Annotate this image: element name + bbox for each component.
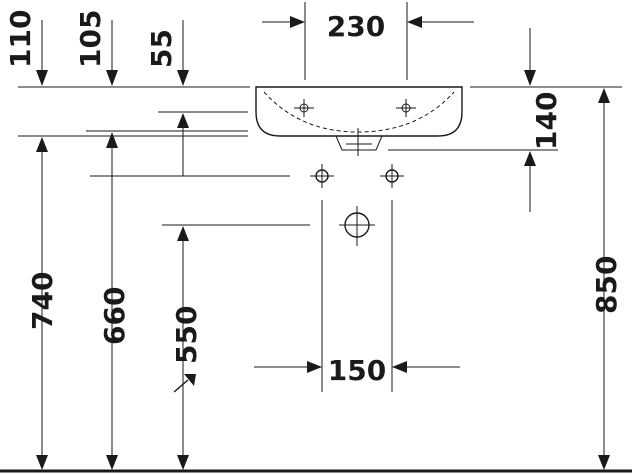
- label-850: 850: [590, 256, 623, 314]
- label-55: 55: [145, 29, 178, 68]
- dimension-55: [177, 20, 189, 86]
- label-740: 740: [26, 272, 59, 330]
- label-150: 150: [328, 354, 386, 387]
- waste-stub: [335, 135, 383, 151]
- basin-outline: [255, 86, 463, 137]
- basin: [255, 86, 463, 156]
- tap-hole-right-icon: [396, 99, 416, 117]
- dimension-660: [106, 132, 118, 470]
- label-230: 230: [327, 10, 385, 43]
- dimension-105: [106, 20, 118, 86]
- basin-bowl-outline: [263, 91, 455, 133]
- dimension-230: [262, 16, 474, 28]
- label-550: 550: [170, 306, 203, 364]
- dimension-140: [524, 28, 536, 212]
- label-660: 660: [98, 287, 131, 345]
- supply-connection-right-icon: [380, 164, 404, 188]
- label-140: 140: [530, 92, 563, 150]
- dimension-740: [36, 137, 48, 470]
- supply-connection-left-icon: [310, 164, 334, 188]
- dimension-55-lower: [177, 113, 189, 176]
- label-105: 105: [74, 10, 107, 68]
- extension-lines: [18, 2, 622, 392]
- dimension-850: [598, 88, 610, 470]
- dimension-150: [254, 361, 460, 373]
- label-110: 110: [4, 10, 37, 68]
- note-arrow-icon: [173, 374, 196, 393]
- waste-outlet-icon: [339, 206, 375, 246]
- dimension-550: [177, 226, 189, 470]
- tap-hole-left-icon: [294, 99, 314, 117]
- dimension-110: [36, 20, 48, 462]
